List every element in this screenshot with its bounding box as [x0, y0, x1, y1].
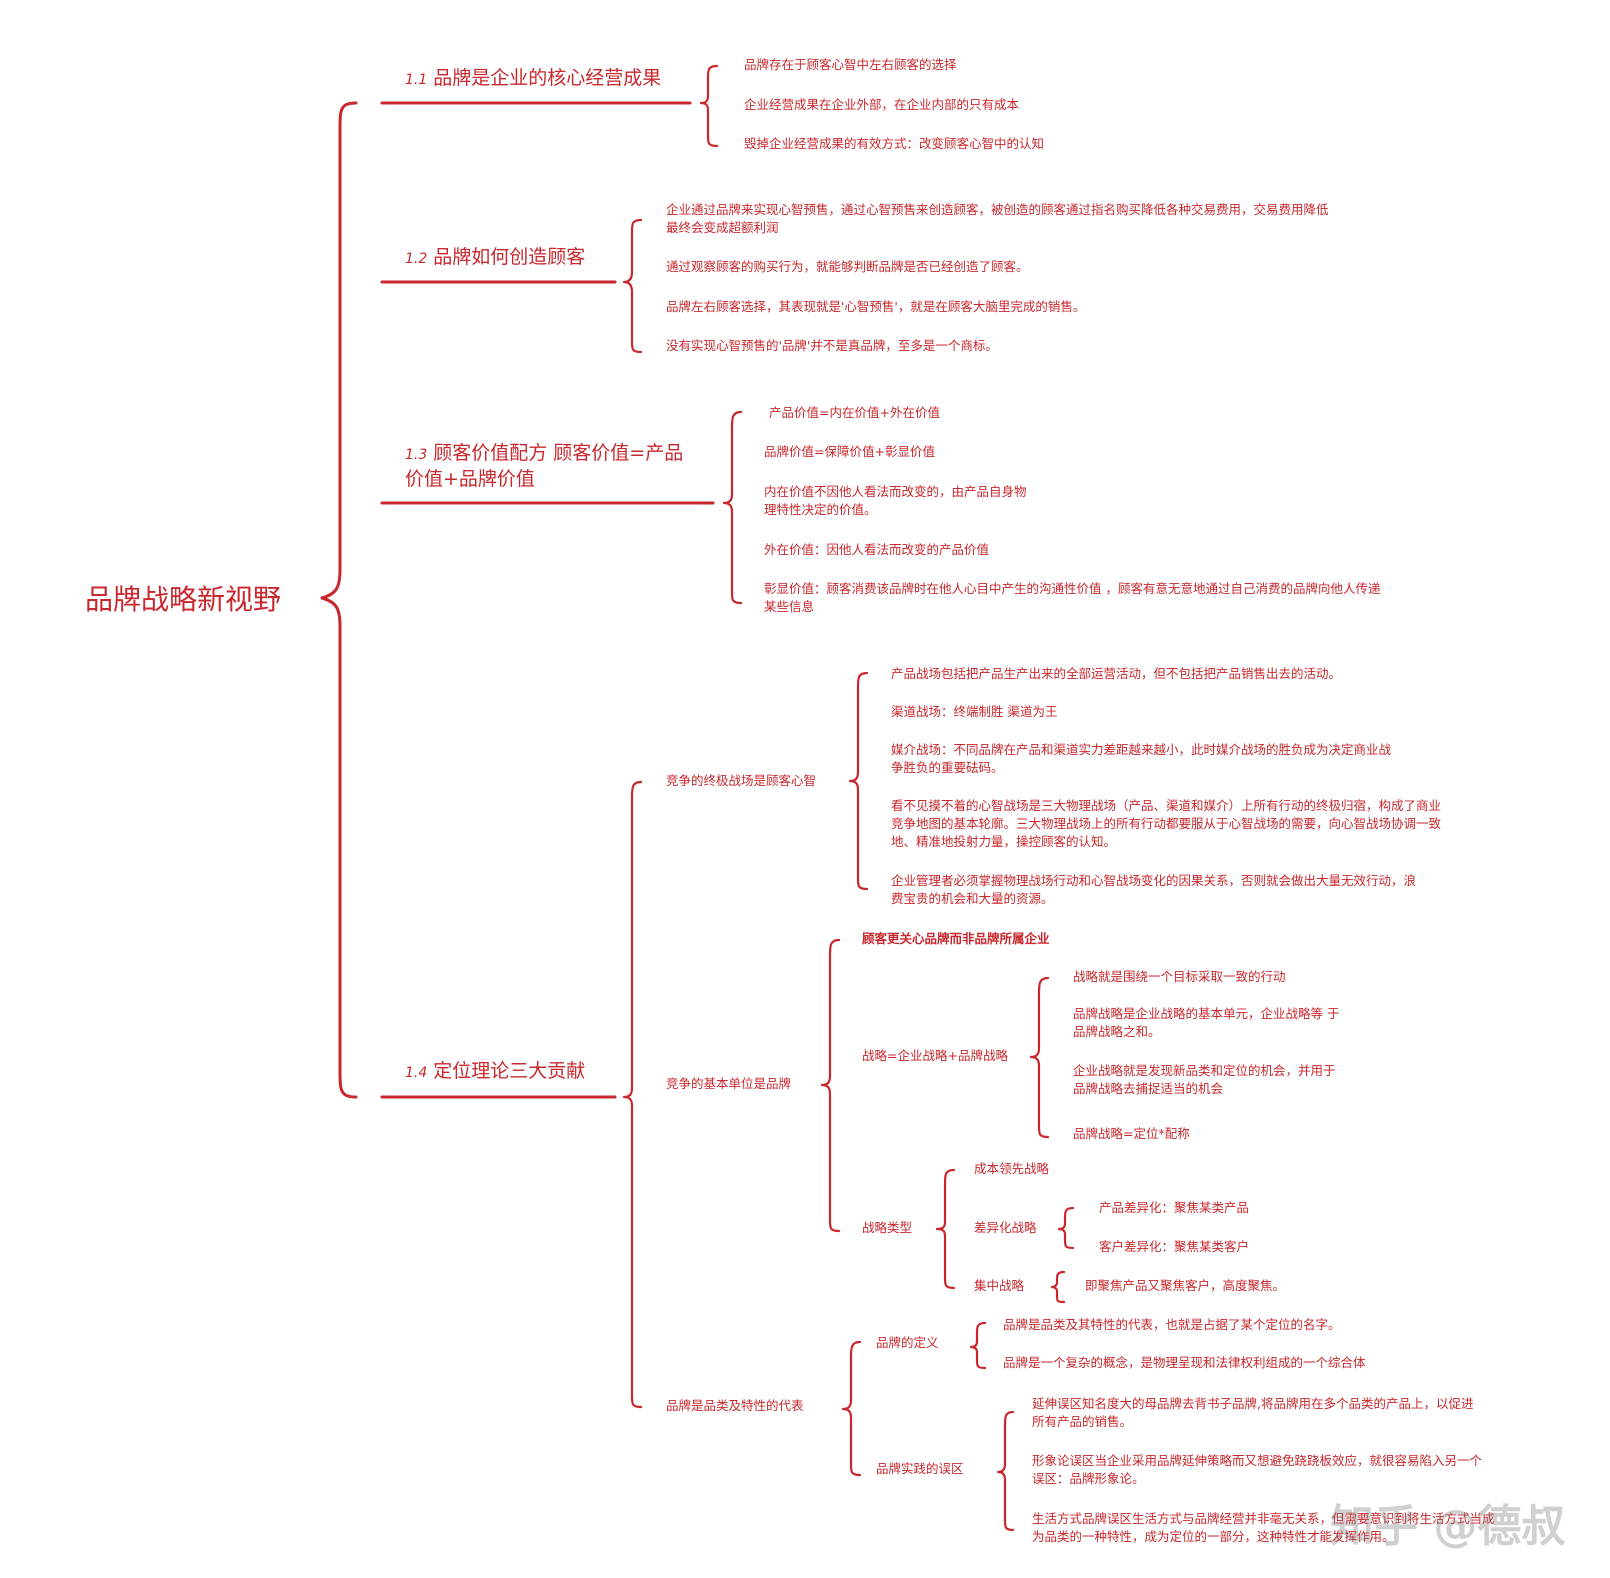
types-diff[interactable]: 差异化战略 — [974, 1220, 1037, 1235]
s3-item-3-line-1: 内在价值不因他人看法而改变的，由产品自身物 — [764, 484, 1027, 499]
section-4-title[interactable]: 1.4 定位理论三大贡献 — [405, 1059, 585, 1085]
b1-item-4[interactable]: 看不见摸不着的心智战场是三大物理战场（产品、渠道和媒介）上所有行动的终极归宿，构… — [891, 797, 1441, 851]
b1-item-5-line-1: 企业管理者必须掌握物理战场行动和心智战场变化的因果关系，否则就会做出大量无效行动… — [891, 873, 1417, 888]
b1-item-3-line-1: 媒介战场：不同品牌在产品和渠道实力差距越来越小，此时媒介战场的胜负成为决定商业战 — [891, 742, 1392, 757]
s2-item-1-line-1: 企业通过品牌来实现心智预售，通过心智预售来创造顾客，被创造的顾客通过指名购买降低… — [666, 202, 1329, 217]
s2-item-2[interactable]: 通过观察顾客的购买行为，就能够判断品牌是否已经创造了顾客。 — [666, 259, 1029, 274]
s2-item-1-line-2: 最终会变成超额利润 — [666, 220, 779, 235]
section-3-number: 1.3 — [405, 447, 428, 463]
err-item-3[interactable]: 生活方式品牌误区生活方式与品牌经营并非毫无关系，但需要意识到将生活方式当成 为品… — [1032, 1510, 1495, 1546]
s2-item-4[interactable]: 没有实现心智预售的'品牌'并不是真品牌，至多是一个商标。 — [666, 338, 998, 353]
b1-item-5[interactable]: 企业管理者必须掌握物理战场行动和心智战场变化的因果关系，否则就会做出大量无效行动… — [891, 872, 1416, 908]
section-2-title[interactable]: 1.2 品牌如何创造顾客 — [405, 245, 585, 271]
err-item-1-line-2: 所有产品的销售。 — [1032, 1414, 1133, 1429]
section-4-number: 1.4 — [405, 1065, 428, 1081]
section-2-label: 品牌如何创造顾客 — [433, 246, 586, 268]
b2-label[interactable]: 竞争的基本单位是品牌 — [666, 1076, 792, 1091]
err-item-1[interactable]: 延伸误区知名度大的母品牌去背书子品牌,将品牌用在多个品类的产品上，以促进 所有产… — [1032, 1395, 1473, 1431]
watermark: 知乎 @德叔 — [1330, 1501, 1566, 1552]
b1-item-1[interactable]: 产品战场包括把产品生产出来的全部运营活动，但不包括把产品销售出去的活动。 — [891, 666, 1342, 681]
s2-item-3[interactable]: 品牌左右顾客选择，其表现就是'心智预售'，就是在顾客大脑里完成的销售。 — [666, 299, 1086, 314]
focus-item[interactable]: 即聚焦产品又聚焦客户，高度聚焦。 — [1085, 1278, 1286, 1293]
s3-item-5-line-2: 某些信息 — [764, 599, 815, 614]
err-item-2[interactable]: 形象论误区当企业采用品牌延伸策略而又想避免跷跷板效应，就很容易陷入另一个 误区：… — [1032, 1452, 1482, 1488]
b3-label[interactable]: 品牌是品类及特性的代表 — [666, 1398, 804, 1413]
section-4-label: 定位理论三大贡献 — [433, 1060, 586, 1082]
err-item-2-line-1: 形象论误区当企业采用品牌延伸策略而又想避免跷跷板效应，就很容易陷入另一个 — [1032, 1453, 1483, 1468]
strategy-item-3-line-1: 企业战略就是发现新品类和定位的机会，并用于 — [1073, 1063, 1336, 1078]
def-label[interactable]: 品牌的定义 — [876, 1335, 939, 1350]
types-label[interactable]: 战略类型 — [862, 1220, 913, 1235]
err-item-3-line-2: 为品类的一种特性，成为定位的一部分，这种特性才能发挥作用。 — [1032, 1529, 1395, 1544]
section-1-number: 1.1 — [405, 72, 428, 88]
section-3-label-line-1: 顾客价值配方 顾客价值=产品 — [433, 442, 684, 464]
err-item-1-line-1: 延伸误区知名度大的母品牌去背书子品牌,将品牌用在多个品类的产品上，以促进 — [1032, 1396, 1474, 1411]
b1-label[interactable]: 竞争的终极战场是顾客心智 — [666, 773, 817, 788]
section-1-title[interactable]: 1.1 品牌是企业的核心经营成果 — [405, 66, 661, 92]
s3-item-5[interactable]: 彰显价值：顾客消费该品牌时在他人心目中产生的沟通性价值 ，顾客有意无意地通过自己… — [764, 580, 1380, 616]
root-title[interactable]: 品牌战略新视野 — [85, 583, 282, 616]
strategy-item-1[interactable]: 战略就是围绕一个目标采取一致的行动 — [1073, 969, 1286, 984]
s1-item-3[interactable]: 毁掉企业经营成果的有效方式：改变顾客心智中的认知 — [744, 136, 1045, 151]
strategy-label[interactable]: 战略=企业战略+品牌战略 — [862, 1048, 1008, 1063]
err-item-2-line-2: 误区：品牌形象论。 — [1032, 1471, 1145, 1486]
err-label[interactable]: 品牌实践的误区 — [876, 1461, 964, 1476]
b2-top-item[interactable]: 顾客更关心品牌而非品牌所属企业 — [862, 931, 1050, 946]
strategy-item-3-line-2: 品牌战略去捕捉适当的机会 — [1073, 1081, 1224, 1096]
strategy-item-4[interactable]: 品牌战略=定位*配称 — [1073, 1126, 1190, 1141]
b1-item-3-line-2: 争胜负的重要砝码。 — [891, 760, 1004, 775]
types-cost[interactable]: 成本领先战略 — [974, 1161, 1050, 1176]
b1-item-4-line-1: 看不见摸不着的心智战场是三大物理战场（产品、渠道和媒介）上所有行动的终极归宿，构… — [891, 798, 1442, 813]
types-focus[interactable]: 集中战略 — [974, 1278, 1025, 1293]
s1-item-2[interactable]: 企业经营成果在企业外部，在企业内部的只有成本 — [744, 97, 1020, 112]
s3-item-2[interactable]: 品牌价值=保障价值+彰显价值 — [764, 444, 935, 459]
b1-item-5-line-2: 费宝贵的机会和大量的资源。 — [891, 891, 1054, 906]
def-item-1[interactable]: 品牌是品类及其特性的代表，也就是占据了某个定位的名字。 — [1003, 1317, 1341, 1332]
b1-item-4-line-3: 地、精准地投射力量，操控顾客的认知。 — [891, 834, 1117, 849]
strategy-item-2[interactable]: 品牌战略是企业战略的基本单元，企业战略等 于 品牌战略之和。 — [1073, 1005, 1339, 1041]
s3-item-4[interactable]: 外在价值：因他人看法而改变的产品价值 — [764, 542, 990, 557]
s1-item-1[interactable]: 品牌存在于顾客心智中左右顾客的选择 — [744, 57, 957, 72]
s3-item-3-line-2: 理特性决定的价值。 — [764, 502, 877, 517]
strategy-item-3[interactable]: 企业战略就是发现新品类和定位的机会，并用于 品牌战略去捕捉适当的机会 — [1073, 1062, 1336, 1098]
s2-item-1[interactable]: 企业通过品牌来实现心智预售，通过心智预售来创造顾客，被创造的顾客通过指名购买降低… — [666, 201, 1329, 237]
b1-item-4-line-2: 竞争地图的基本轮廓。三大物理战场上的所有行动都要服从于心智战场的需要，向心智战场… — [891, 816, 1442, 831]
strategy-item-2-line-1: 品牌战略是企业战略的基本单元，企业战略等 于 — [1073, 1006, 1340, 1021]
s3-item-5-line-1: 彰显价值：顾客消费该品牌时在他人心目中产生的沟通性价值 ，顾客有意无意地通过自己… — [764, 581, 1381, 596]
s3-item-1[interactable]: 产品价值=内在价值+外在价值 — [769, 405, 940, 420]
strategy-item-2-line-2: 品牌战略之和。 — [1073, 1024, 1161, 1039]
diff-item-2[interactable]: 客户差异化：聚焦某类客户 — [1099, 1239, 1250, 1254]
section-3-title[interactable]: 1.3 顾客价值配方 顾客价值=产品 价值+品牌价值 — [405, 441, 683, 492]
b1-item-2[interactable]: 渠道战场：终端制胜 渠道为王 — [891, 704, 1058, 719]
b1-item-3[interactable]: 媒介战场：不同品牌在产品和渠道实力差距越来越小，此时媒介战场的胜负成为决定商业战… — [891, 741, 1391, 777]
section-2-number: 1.2 — [405, 251, 428, 267]
s3-item-3[interactable]: 内在价值不因他人看法而改变的，由产品自身物 理特性决定的价值。 — [764, 483, 1027, 519]
err-item-3-line-1: 生活方式品牌误区生活方式与品牌经营并非毫无关系，但需要意识到将生活方式当成 — [1032, 1511, 1495, 1526]
section-3-label-line-2: 价值+品牌价值 — [405, 467, 535, 490]
def-item-2[interactable]: 品牌是一个复杂的概念，是物理呈现和法律权利组成的一个综合体 — [1003, 1355, 1366, 1370]
section-1-label: 品牌是企业的核心经营成果 — [433, 67, 662, 89]
diff-item-1[interactable]: 产品差异化：聚焦某类产品 — [1099, 1200, 1250, 1215]
